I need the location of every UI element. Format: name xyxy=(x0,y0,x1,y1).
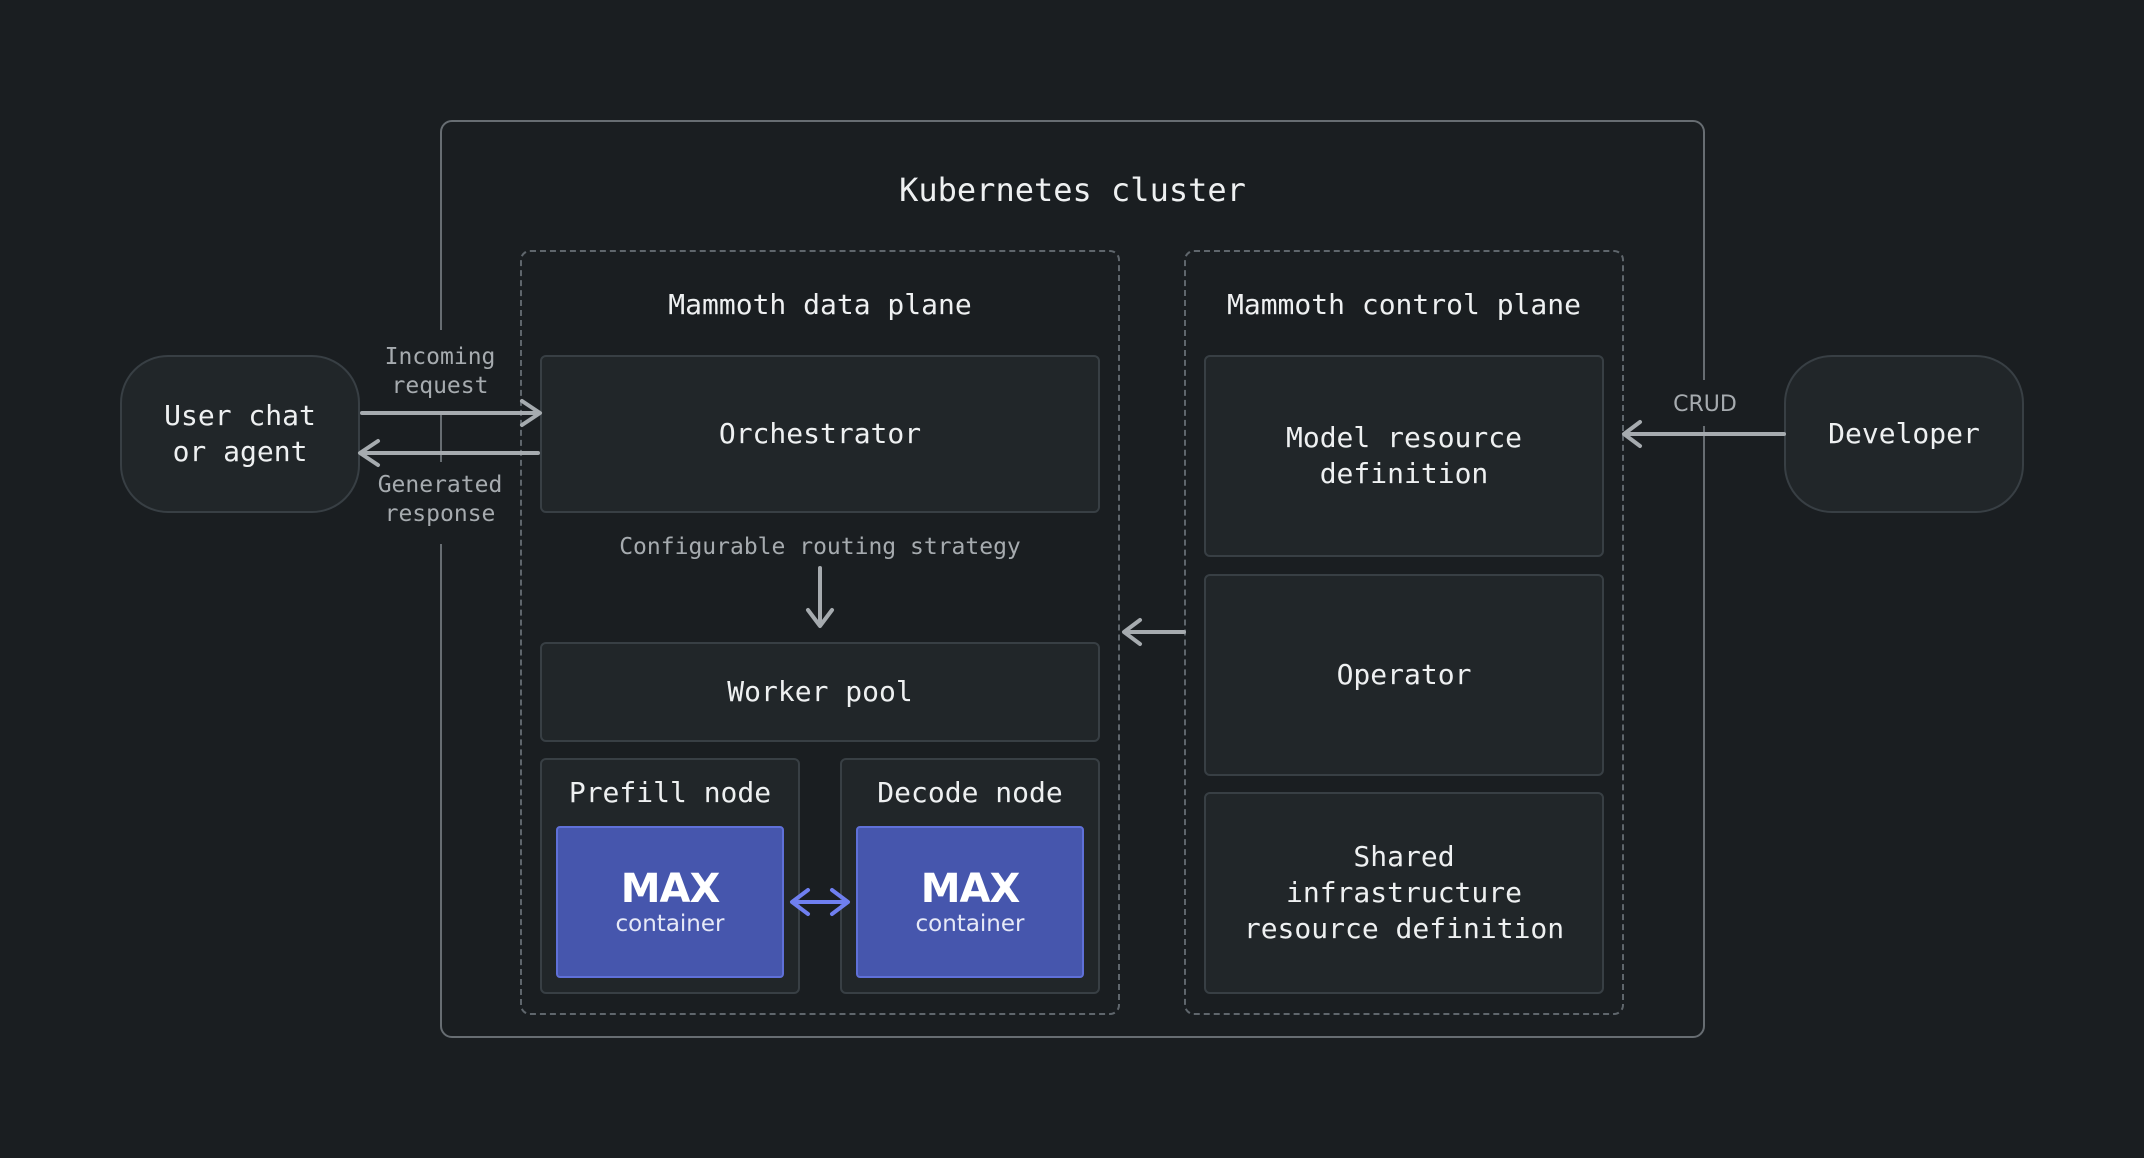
kubernetes-cluster-boundary xyxy=(440,120,1705,1038)
model-resource-box: Model resource definition xyxy=(1204,355,1604,557)
container-label: container xyxy=(915,911,1025,937)
decode-max-container: MAX container xyxy=(856,826,1084,978)
incoming-request-label: Incoming request xyxy=(384,344,496,399)
kv-transfer-bidirectional-arrow xyxy=(790,888,850,916)
incoming-request-arrow xyxy=(360,399,542,427)
max-logo: MAX xyxy=(920,866,1021,912)
routing-down-arrow xyxy=(806,566,834,628)
generated-response-arrow xyxy=(358,439,540,467)
routing-strategy-label: Configurable routing strategy xyxy=(619,533,1021,560)
control-plane-title: Mammoth control plane xyxy=(1226,287,1581,321)
control-to-data-plane-arrow xyxy=(1122,618,1186,646)
user-chat-agent-node: User chat or agent xyxy=(120,355,360,513)
data-plane-title: Mammoth data plane xyxy=(668,287,972,321)
generated-label-mask xyxy=(370,462,510,544)
kubernetes-cluster-title: Kubernetes cluster xyxy=(899,171,1246,209)
worker-pool-box: Worker pool xyxy=(540,642,1100,742)
data-plane-boundary xyxy=(520,250,1120,1015)
crud-label: CRUD xyxy=(1673,391,1737,417)
orchestrator-box: Orchestrator xyxy=(540,355,1100,513)
prefill-node-title: Prefill node xyxy=(568,775,772,809)
crud-arrow xyxy=(1622,420,1786,448)
crud-label-mask xyxy=(1660,380,1750,426)
max-logo: MAX xyxy=(620,866,721,912)
incoming-label-mask xyxy=(370,330,510,412)
operator-box: Operator xyxy=(1204,574,1604,776)
container-label: container xyxy=(615,911,725,937)
shared-infrastructure-box: Shared infrastructure resource definitio… xyxy=(1204,792,1604,994)
decode-node-title: Decode node xyxy=(877,775,1063,809)
generated-response-label: Generated response xyxy=(377,472,503,527)
prefill-max-container: MAX container xyxy=(556,826,784,978)
